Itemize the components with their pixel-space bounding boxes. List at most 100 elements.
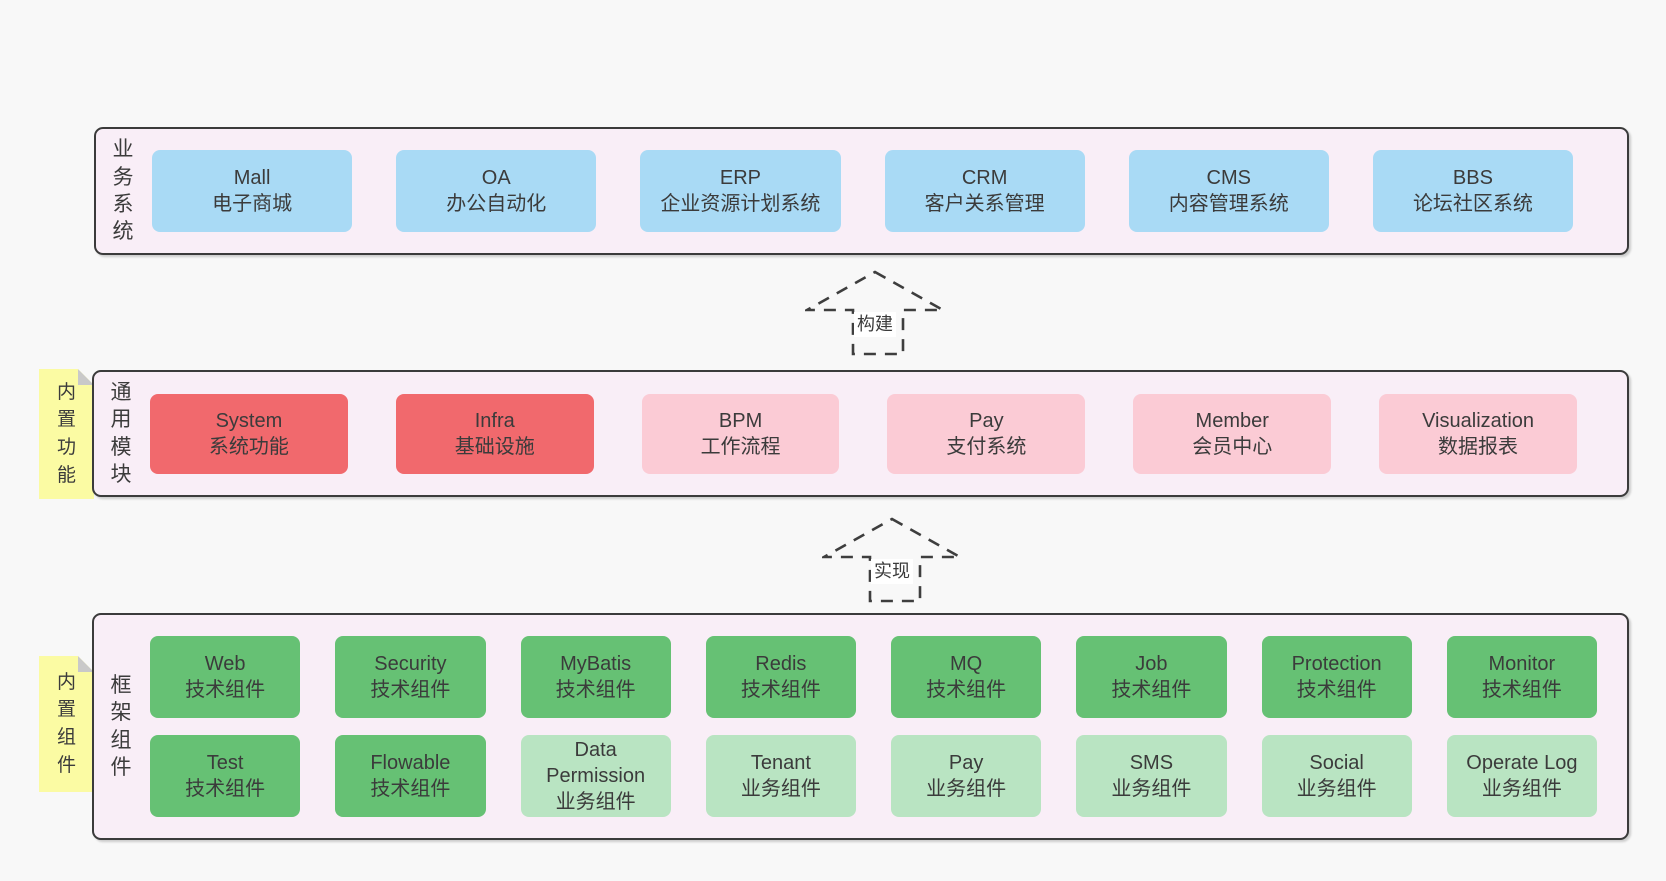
business-system-box: CRM 客户关系管理	[884, 150, 1085, 232]
component-box: Flowable 技术组件	[335, 735, 486, 817]
module-box: System 系统功能	[150, 393, 348, 474]
component-box: MQ 技术组件	[891, 636, 1042, 718]
business-system-box: OA 办公自动化	[396, 150, 597, 232]
box-name: ERP	[719, 167, 761, 189]
box-name: Social	[1309, 752, 1364, 774]
box-desc: 论坛社区系统	[1412, 193, 1533, 215]
component-box: Security 技术组件	[335, 636, 486, 718]
business-systems-row: Mall 电子商城 OA 办公自动化 ERP 企业资源计划系统 CRM 客户关系…	[152, 150, 1574, 232]
build-arrow: 构建	[805, 270, 945, 356]
box-name: BBS	[1452, 167, 1493, 189]
box-name: Web	[204, 653, 246, 675]
box-desc: 技术组件	[926, 679, 1007, 701]
business-system-box: ERP 企业资源计划系统	[640, 150, 841, 232]
box-desc: 办公自动化	[446, 193, 547, 215]
box-name: System	[215, 409, 283, 432]
box-desc: 电子商城	[212, 193, 293, 215]
box-desc: 基础设施	[454, 435, 535, 458]
business-system-box: Mall 电子商城	[152, 150, 353, 232]
box-name: Monitor	[1488, 653, 1556, 675]
business-system-box: BBS 论坛社区系统	[1372, 150, 1574, 232]
business-system-box: CMS 内容管理系统	[1128, 150, 1329, 232]
module-box: Visualization 数据报表	[1379, 393, 1577, 474]
box-name: CRM	[961, 167, 1008, 189]
module-box: Infra 基础设施	[395, 393, 594, 474]
builtin-features-note: 内置功能	[39, 369, 94, 499]
box-desc: 数据报表	[1438, 435, 1519, 458]
box-desc: 业务组件	[1111, 778, 1192, 800]
up-arrow-icon	[822, 517, 962, 603]
build-arrow-label: 构建	[854, 312, 896, 338]
component-box: Data Permission 业务组件	[520, 735, 671, 817]
box-desc: 业务组件	[1296, 778, 1377, 800]
common-modules-label: 通用模块	[110, 380, 132, 486]
box-name: Job	[1135, 653, 1168, 675]
box-desc: 内容管理系统	[1168, 193, 1289, 215]
box-name: Operate Log	[1466, 752, 1578, 774]
component-box: Monitor 技术组件	[1446, 636, 1597, 718]
component-box: Operate Log 业务组件	[1446, 735, 1597, 817]
component-box: Protection 技术组件	[1261, 636, 1412, 718]
module-box: Member 会员中心	[1133, 393, 1332, 474]
implement-arrow: 实现	[822, 517, 962, 603]
box-desc: 会员中心	[1192, 435, 1273, 458]
box-desc: 客户关系管理	[924, 193, 1045, 215]
box-desc: 工作流程	[700, 435, 781, 458]
component-box: Pay 业务组件	[891, 735, 1042, 817]
box-name: Pay	[948, 752, 984, 774]
common-modules-row: System 系统功能 Infra 基础设施 BPM 工作流程 Pay 支付系统…	[150, 393, 1577, 474]
box-name: OA	[481, 167, 511, 189]
box-desc: 技术组件	[1111, 679, 1192, 701]
box-desc: 业务组件	[926, 778, 1007, 800]
framework-components-container: 框架组件 Web 技术组件 Security 技术组件 MyBatis 技术组件…	[92, 613, 1629, 840]
component-box: MyBatis 技术组件	[520, 636, 671, 718]
box-name: BPM	[718, 409, 763, 432]
box-name: Infra	[474, 409, 515, 432]
business-systems-container: 业务系统 Mall 电子商城 OA 办公自动化 ERP 企业资源计划系统 CRM…	[94, 127, 1629, 255]
box-desc: 技术组件	[185, 778, 266, 800]
box-desc: 技术组件	[740, 679, 821, 701]
box-desc: 支付系统	[946, 435, 1027, 458]
box-name: Test	[206, 752, 244, 774]
box-name: Protection	[1291, 653, 1382, 675]
framework-components-label: 框架组件	[110, 673, 132, 779]
box-name: Security	[374, 653, 447, 675]
component-box: Social 业务组件	[1261, 735, 1412, 817]
framework-components-grid: Web 技术组件 Security 技术组件 MyBatis 技术组件 Redi…	[150, 636, 1597, 817]
box-desc: 企业资源计划系统	[660, 193, 821, 215]
builtin-features-note-text: 内置功能	[56, 381, 76, 486]
up-arrow-icon	[805, 270, 945, 356]
box-name: Member	[1195, 409, 1269, 432]
box-name: MyBatis	[560, 653, 632, 675]
box-desc: 技术组件	[370, 679, 451, 701]
component-box: Web 技术组件	[150, 636, 301, 718]
implement-arrow-label: 实现	[871, 559, 913, 585]
common-modules-container: 通用模块 System 系统功能 Infra 基础设施 BPM 工作流程 Pay…	[92, 370, 1629, 497]
component-box: Tenant 业务组件	[705, 735, 856, 817]
box-desc: 技术组件	[370, 778, 451, 800]
component-box: SMS 业务组件	[1076, 735, 1227, 817]
box-name: CMS	[1206, 167, 1251, 189]
box-desc: 业务组件	[740, 778, 821, 800]
box-name: Data Permission	[546, 739, 646, 787]
box-name: SMS	[1129, 752, 1174, 774]
box-desc: 技术组件	[185, 679, 266, 701]
builtin-components-note-text: 内置组件	[56, 671, 76, 776]
box-name: Flowable	[370, 752, 451, 774]
component-box: Redis 技术组件	[705, 636, 856, 718]
business-systems-label: 业务系统	[112, 138, 134, 244]
module-box: BPM 工作流程	[641, 393, 840, 474]
box-desc: 业务组件	[1481, 778, 1562, 800]
component-box: Test 技术组件	[150, 735, 301, 817]
box-desc: 技术组件	[1296, 679, 1377, 701]
box-desc: 技术组件	[1481, 679, 1562, 701]
builtin-components-note: 内置组件	[39, 656, 94, 792]
box-desc: 系统功能	[208, 435, 289, 458]
box-name: Tenant	[750, 752, 811, 774]
box-name: Visualization	[1422, 409, 1535, 432]
module-box: Pay 支付系统	[887, 393, 1086, 474]
box-name: Redis	[755, 653, 807, 675]
component-box: Job 技术组件	[1076, 636, 1227, 718]
box-name: Pay	[969, 409, 1004, 432]
